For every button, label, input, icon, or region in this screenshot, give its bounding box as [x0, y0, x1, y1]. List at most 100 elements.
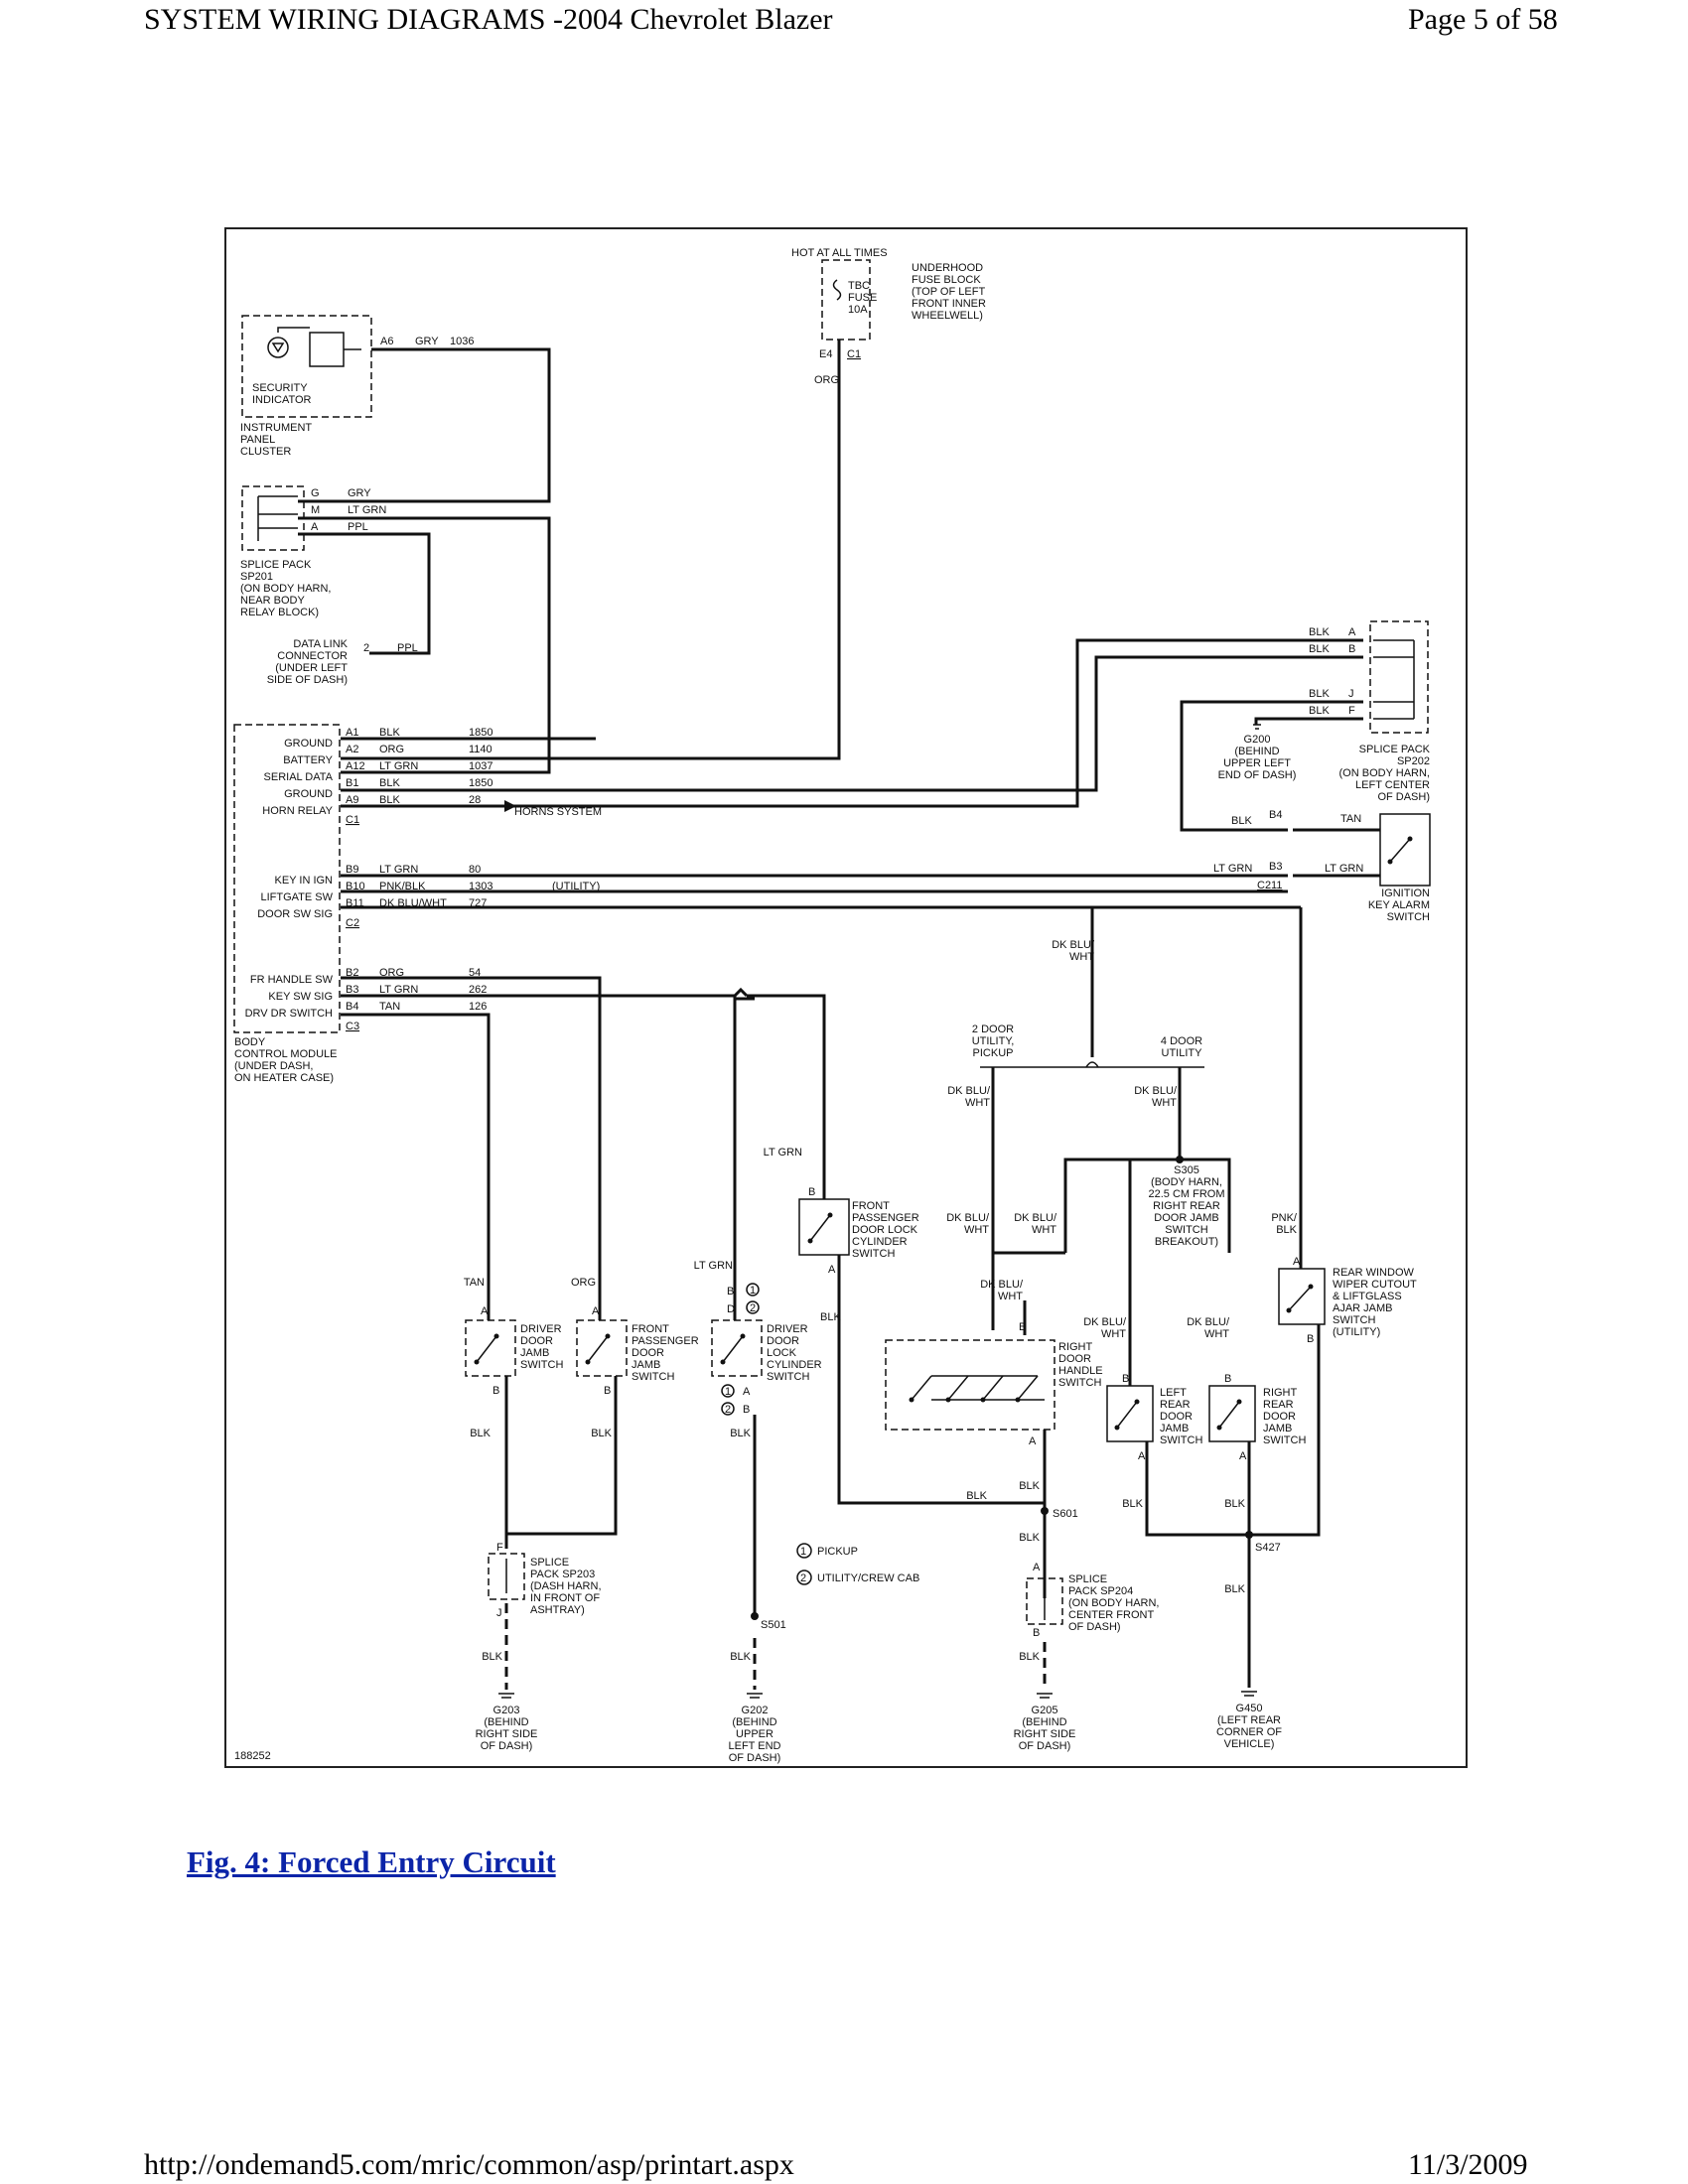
svg-text:TAN: TAN: [379, 1001, 400, 1013]
driver-lock-wire-blk: BLK: [730, 1428, 751, 1439]
svg-text:1850: 1850: [469, 777, 492, 789]
svg-text:126: 126: [469, 1001, 487, 1013]
svg-text:A1: A1: [346, 727, 358, 739]
driver-lock-circles-top: 1 2: [746, 1283, 760, 1314]
page-number: Page 5 of 58: [1408, 3, 1558, 36]
wires-top: [298, 340, 1380, 1269]
sp202-pin-b: B: [1348, 643, 1355, 655]
fp-lock-cyl-pin-b: B: [808, 1186, 815, 1198]
svg-text:C3: C3: [346, 1021, 359, 1032]
page-header-title: SYSTEM WIRING DIAGRAMS -2004 Chevrolet B…: [144, 3, 833, 36]
svg-text:LT GRN: LT GRN: [379, 760, 418, 772]
body-control-module: [233, 724, 341, 1033]
svg-text:BLK: BLK: [379, 777, 400, 789]
bcm-c1-labels: GROUND BATTERY SERIAL DATA GROUND HORN R…: [262, 727, 492, 826]
svg-text:ORG: ORG: [379, 744, 404, 755]
figure-caption-link[interactable]: Fig. 4: Forced Entry Circuit: [187, 1844, 556, 1879]
driver-jamb-pin-a: A: [481, 1305, 489, 1317]
svg-text:B10: B10: [346, 881, 365, 892]
footer-date: 11/3/2009: [1408, 2148, 1528, 2181]
driver-door-lock-cylinder-switch: [711, 1319, 763, 1377]
key-alarm-wire-lt-grn: LT GRN: [1213, 863, 1252, 875]
s501-wire-blk: BLK: [730, 1651, 751, 1663]
svg-text:1: 1: [750, 1285, 756, 1297]
driver-lock-cyl-wire-lt-grn: LT GRN: [694, 1260, 733, 1272]
driver-lock-pin-d: D: [727, 1303, 735, 1315]
wires-c3: [341, 976, 826, 1320]
fp-jamb-pin-b: B: [604, 1385, 611, 1397]
svg-text:B1: B1: [346, 777, 358, 789]
sp201-wire-gry: GRY: [348, 487, 371, 499]
fp-lock-cyl-pin-a: A: [828, 1264, 836, 1276]
svg-text:PNK/BLK: PNK/BLK: [379, 881, 426, 892]
svg-text:(UTILITY): (UTILITY): [552, 881, 600, 892]
dk-blu-wht-main: DK BLU/WHT: [1052, 939, 1095, 963]
fp-jamb-pin-a: A: [592, 1305, 600, 1317]
dk-blu-wht-2door: DK BLU/WHT: [947, 1085, 991, 1109]
sp203-pin-f: F: [496, 1542, 503, 1554]
driver-lock-pin-a: A: [743, 1386, 751, 1398]
svg-text:B3: B3: [346, 984, 358, 996]
sp202-wire-b: BLK: [1309, 643, 1330, 655]
svg-text:1: 1: [800, 1546, 806, 1558]
svg-text:BLK: BLK: [379, 727, 400, 739]
svg-text:KEY SW SIG: KEY SW SIG: [268, 991, 333, 1003]
fp-lock-cyl-wire-blk: BLK: [820, 1311, 841, 1323]
sp201-pin-a: A: [311, 521, 319, 533]
sp204-pin-b: B: [1033, 1627, 1040, 1639]
driver-lock-circles-bottom: 1 2: [721, 1384, 735, 1416]
dk-blu-wht-e: DK BLU/WHT: [1187, 1316, 1230, 1340]
key-alarm-pin-b4: B4: [1269, 809, 1282, 821]
svg-text:2: 2: [750, 1302, 756, 1314]
svg-text:BATTERY: BATTERY: [283, 754, 333, 766]
diagram-frame: [224, 227, 1468, 1768]
svg-text:LT GRN: LT GRN: [379, 984, 418, 996]
dk-blu-wht-4door: DK BLU/WHT: [1134, 1085, 1178, 1109]
sp201-pin-g: G: [311, 487, 320, 499]
driver-door-jamb-switch: [465, 1319, 516, 1377]
underhood-fuse-block: [821, 259, 871, 341]
svg-text:B2: B2: [346, 967, 358, 979]
left-rear-pin-b: B: [1122, 1373, 1129, 1385]
left-rear-door-jamb-switch: [1106, 1385, 1154, 1442]
svg-text:54: 54: [469, 967, 481, 979]
sp202-pin-a: A: [1348, 626, 1356, 638]
wires-door-signal: [341, 905, 1231, 1386]
svg-text:GROUND: GROUND: [284, 738, 333, 750]
sp201-pin-m: M: [311, 504, 320, 516]
dk-blu-wht-c: DK BLU/WHT: [980, 1279, 1024, 1302]
ipc-pin-a6: A6: [380, 336, 393, 347]
dlc-wire-ppl: PPL: [397, 642, 418, 654]
fp-lock-cyl-wire-lt-grn: LT GRN: [764, 1147, 802, 1159]
right-door-handle-switch: [885, 1339, 1055, 1431]
key-alarm-pin-b3: B3: [1269, 861, 1282, 873]
svg-text:B4: B4: [346, 1001, 358, 1013]
svg-text:1037: 1037: [469, 760, 492, 772]
sp202-pin-j: J: [1348, 688, 1354, 700]
splice-pack-sp203: [488, 1553, 525, 1600]
svg-text:1140: 1140: [469, 744, 492, 755]
svg-text:LIFTGATE SW: LIFTGATE SW: [260, 891, 333, 903]
svg-text:HORN RELAY: HORN RELAY: [262, 805, 333, 817]
sp203-wire-blk: BLK: [482, 1651, 502, 1663]
svg-text:DRV DR SWITCH: DRV DR SWITCH: [245, 1008, 333, 1020]
sp201-wire-ppl: PPL: [348, 521, 368, 533]
horns-system-label: HORNS SYSTEM: [514, 806, 602, 818]
